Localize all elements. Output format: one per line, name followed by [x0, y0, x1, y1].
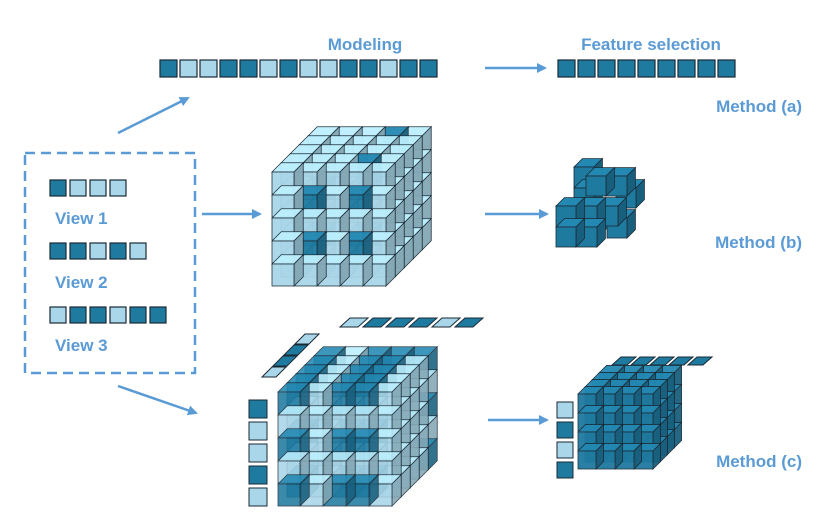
selected-cell — [617, 59, 636, 78]
view-cell — [69, 179, 87, 197]
view-3-label: View 3 — [55, 336, 108, 355]
voxel — [555, 196, 586, 227]
factor-cell — [384, 317, 416, 328]
factor-cell — [407, 317, 439, 328]
voxel — [271, 253, 305, 287]
factor-cell — [667, 356, 695, 366]
factor-cell — [629, 356, 657, 366]
view-cell — [89, 242, 107, 260]
factor-cell — [248, 421, 268, 441]
tensor-cube-b — [271, 125, 433, 287]
selected-feature-vector — [557, 59, 736, 78]
selected-cell — [577, 59, 596, 78]
view-cell — [149, 306, 167, 324]
factor-cell — [260, 366, 288, 378]
arrow-to-method-a — [117, 96, 190, 135]
view-cell — [69, 242, 87, 260]
selected-cell — [657, 59, 676, 78]
voxel — [585, 166, 616, 197]
factor-cell — [686, 356, 714, 366]
views-box — [23, 151, 197, 375]
factor-cell — [430, 317, 462, 328]
modeling-cell — [159, 59, 178, 78]
selected-cell — [697, 59, 716, 78]
factor-cell — [648, 356, 676, 366]
selected-cell — [677, 59, 696, 78]
view-3-vector — [49, 306, 167, 324]
view-1-vector — [49, 179, 127, 197]
selected-cell — [597, 59, 616, 78]
modeling-cell — [319, 59, 338, 78]
arrow-to-method-c — [117, 384, 198, 416]
tensor-cube-c — [248, 317, 485, 507]
selected-subtensor-b — [555, 157, 646, 248]
modeling-cell — [339, 59, 358, 78]
modeling-cell — [219, 59, 238, 78]
view-cell — [89, 306, 107, 324]
view-cell — [109, 242, 127, 260]
factor-cell — [338, 317, 370, 328]
view-2-label: View 2 — [55, 273, 108, 292]
voxel — [277, 473, 311, 507]
factor-cell — [282, 344, 310, 356]
feature-selection-label: Feature selection — [581, 35, 721, 54]
view-2-vector — [49, 242, 147, 260]
modeling-cell — [299, 59, 318, 78]
factor-cell — [248, 443, 268, 463]
voxel — [294, 253, 328, 287]
view-cell — [89, 179, 107, 197]
view-cell — [129, 242, 147, 260]
view-cell — [109, 179, 127, 197]
selected-cell — [717, 59, 736, 78]
factor-cell — [556, 441, 574, 459]
voxel — [577, 442, 605, 470]
modeling-cell — [419, 59, 438, 78]
modeling-vector — [159, 59, 438, 78]
view-cell — [129, 306, 147, 324]
view-cell — [69, 306, 87, 324]
modeling-cell — [239, 59, 258, 78]
method-c-label: Method (c) — [716, 452, 802, 471]
modeling-cell — [359, 59, 378, 78]
modeling-cell — [179, 59, 198, 78]
factor-cell — [361, 317, 393, 328]
factor-cell — [556, 401, 574, 419]
view-cell — [49, 306, 67, 324]
factor-cell — [248, 399, 268, 419]
factor-cell — [248, 487, 268, 507]
view-cell — [49, 179, 67, 197]
modeling-label: Modeling — [328, 35, 403, 54]
factor-cell — [556, 421, 574, 439]
voxel — [555, 217, 586, 248]
selected-subtensor-c — [556, 356, 714, 479]
view-cell — [109, 306, 127, 324]
voxel — [340, 253, 374, 287]
method-b-label: Method (b) — [715, 233, 802, 252]
factor-cell — [453, 317, 485, 328]
method-a-label: Method (a) — [716, 97, 802, 116]
factor-cell — [556, 461, 574, 479]
factor-cell — [248, 465, 268, 485]
view-1-label: View 1 — [55, 209, 108, 228]
factor-cell — [293, 333, 321, 345]
factor-cell — [610, 356, 638, 366]
selected-cell — [557, 59, 576, 78]
selected-cell — [637, 59, 656, 78]
modeling-cell — [399, 59, 418, 78]
modeling-cell — [379, 59, 398, 78]
factor-cell — [271, 355, 299, 367]
modeling-cell — [279, 59, 298, 78]
modeling-cell — [199, 59, 218, 78]
modeling-cell — [259, 59, 278, 78]
view-cell — [49, 242, 67, 260]
